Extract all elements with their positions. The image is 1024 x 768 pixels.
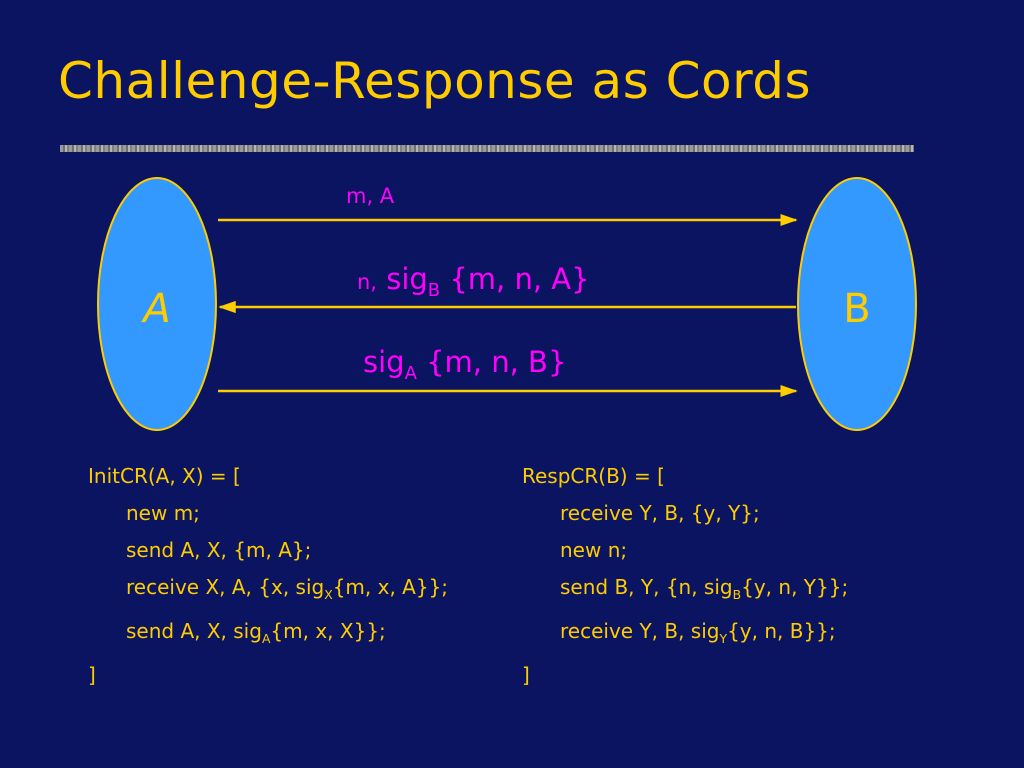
message-2-sig-subscript: B bbox=[427, 279, 441, 301]
init-cord-line-1: new m; bbox=[126, 501, 200, 525]
process-a-ellipse bbox=[97, 177, 217, 431]
message-3-label: sigA {m, n, B} bbox=[363, 345, 566, 384]
message-1-text: m, A bbox=[346, 184, 395, 208]
resp-cord-line-4-pre: receive Y, B, sig bbox=[560, 619, 720, 643]
message-2-sig: sig bbox=[386, 262, 428, 296]
process-b-ellipse bbox=[797, 177, 917, 431]
message-3-sig: sig bbox=[363, 345, 405, 379]
message-2-prefix: n, bbox=[357, 270, 377, 294]
message-2-label: n, sigB {m, n, A} bbox=[357, 262, 590, 301]
init-cord-line-4-sub: A bbox=[261, 631, 271, 646]
resp-cord-line-1: receive Y, B, {y, Y}; bbox=[560, 501, 760, 525]
init-cord-line-3-pre: receive X, A, {x, sig bbox=[126, 575, 325, 599]
resp-cord-line-4-post: {y, n, B}}; bbox=[727, 619, 836, 643]
init-cord-header: InitCR(A, X) = [ bbox=[88, 464, 241, 488]
resp-cord-line-3-post: {y, n, Y}}; bbox=[741, 575, 849, 599]
process-b-label: B bbox=[843, 286, 870, 332]
title-divider bbox=[60, 145, 914, 152]
message-1-label: m, A bbox=[346, 184, 394, 208]
resp-cord-line-4-sub: Y bbox=[719, 631, 728, 646]
resp-cord-line-3-sub: B bbox=[732, 587, 742, 602]
init-cord-line-4-post: {m, x, X}}; bbox=[270, 619, 386, 643]
init-cord-line-3-post: {m, x, A}}; bbox=[332, 575, 449, 599]
init-cord-code: InitCR(A, X) = [ new m; send A, X, {m, A… bbox=[88, 458, 448, 694]
message-2-body: {m, n, A} bbox=[449, 262, 590, 296]
resp-cord-line-4: receive Y, B, sigY{y, n, B}}; bbox=[522, 613, 848, 657]
init-cord-line-3-sub: X bbox=[324, 587, 333, 602]
resp-cord-header: RespCR(B) = [ bbox=[522, 464, 665, 488]
slide-title: Challenge-Response as Cords bbox=[58, 52, 812, 110]
init-cord-line-4-pre: send A, X, sig bbox=[126, 619, 262, 643]
resp-cord-close: ] bbox=[522, 663, 530, 687]
message-3-sig-subscript: A bbox=[404, 362, 417, 384]
init-cord-line-2: send A, X, {m, A}; bbox=[126, 538, 312, 562]
init-cord-line-3: receive X, A, {x, sigX{m, x, A}}; bbox=[88, 569, 448, 613]
resp-cord-line-3: send B, Y, {n, sigB{y, n, Y}}; bbox=[522, 569, 848, 613]
process-a-label: A bbox=[140, 286, 170, 332]
init-cord-line-4: send A, X, sigA{m, x, X}}; bbox=[88, 613, 448, 657]
init-cord-close: ] bbox=[88, 663, 96, 687]
message-3-body: {m, n, B} bbox=[426, 345, 567, 379]
resp-cord-code: RespCR(B) = [ receive Y, B, {y, Y}; new … bbox=[522, 458, 848, 694]
resp-cord-line-2: new n; bbox=[560, 538, 628, 562]
resp-cord-line-3-pre: send B, Y, {n, sig bbox=[560, 575, 733, 599]
